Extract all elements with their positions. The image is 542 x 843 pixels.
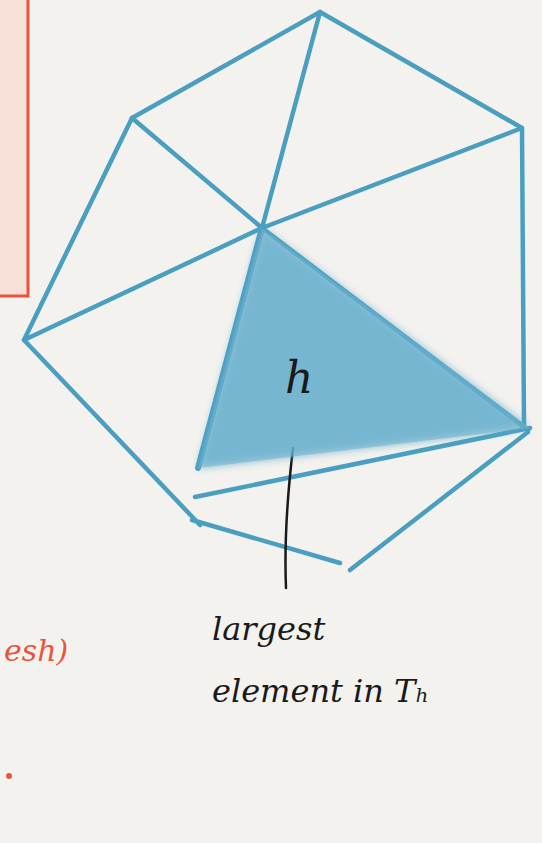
element-fill bbox=[198, 228, 530, 468]
triangle-shape bbox=[190, 222, 535, 502]
period-mark bbox=[6, 773, 12, 779]
element-fill bbox=[198, 228, 530, 468]
element-size-symbol: h bbox=[285, 352, 313, 403]
hexagon-mesh bbox=[24, 12, 530, 570]
leader-line bbox=[285, 448, 293, 588]
annotation-text: largest element in Tₕ bbox=[212, 598, 432, 723]
shaded-element: h bbox=[190, 222, 535, 502]
cut-note-text: esh) bbox=[4, 622, 124, 681]
note-box bbox=[0, 0, 28, 296]
